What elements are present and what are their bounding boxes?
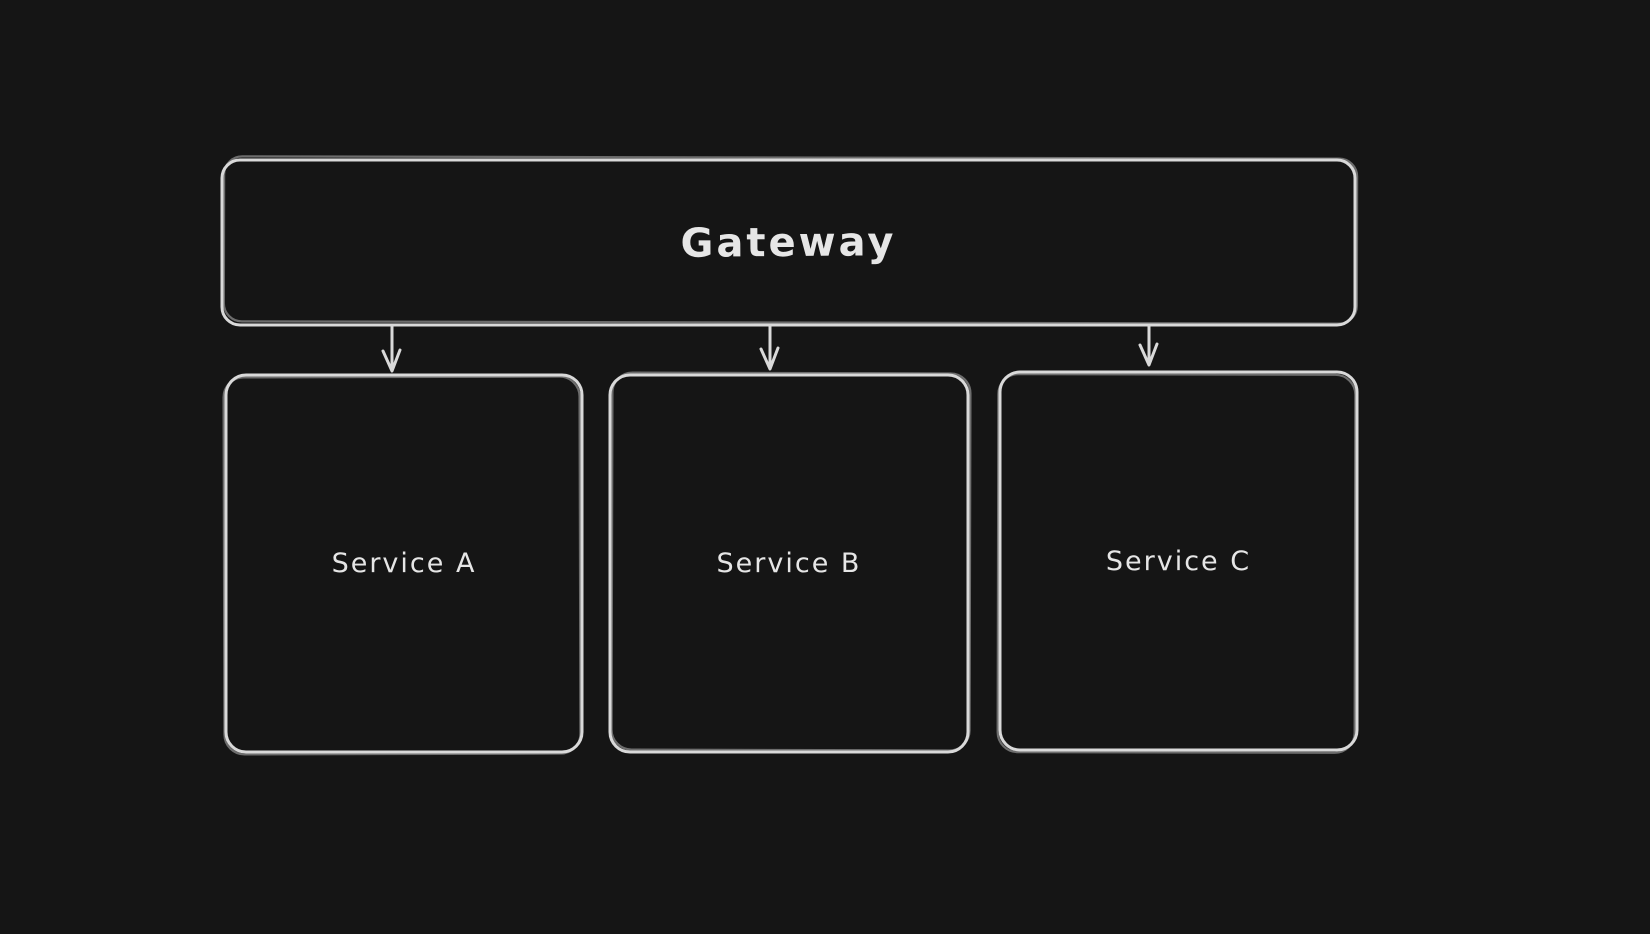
arrow-gateway-to-service-a xyxy=(381,324,402,373)
service-b-box xyxy=(608,371,972,754)
service-a-box xyxy=(222,373,584,756)
service-c-box xyxy=(996,370,1359,754)
gateway-box xyxy=(220,155,1359,327)
arrow-gateway-to-service-b xyxy=(759,324,780,371)
arrow-gateway-to-service-c xyxy=(1138,324,1159,367)
